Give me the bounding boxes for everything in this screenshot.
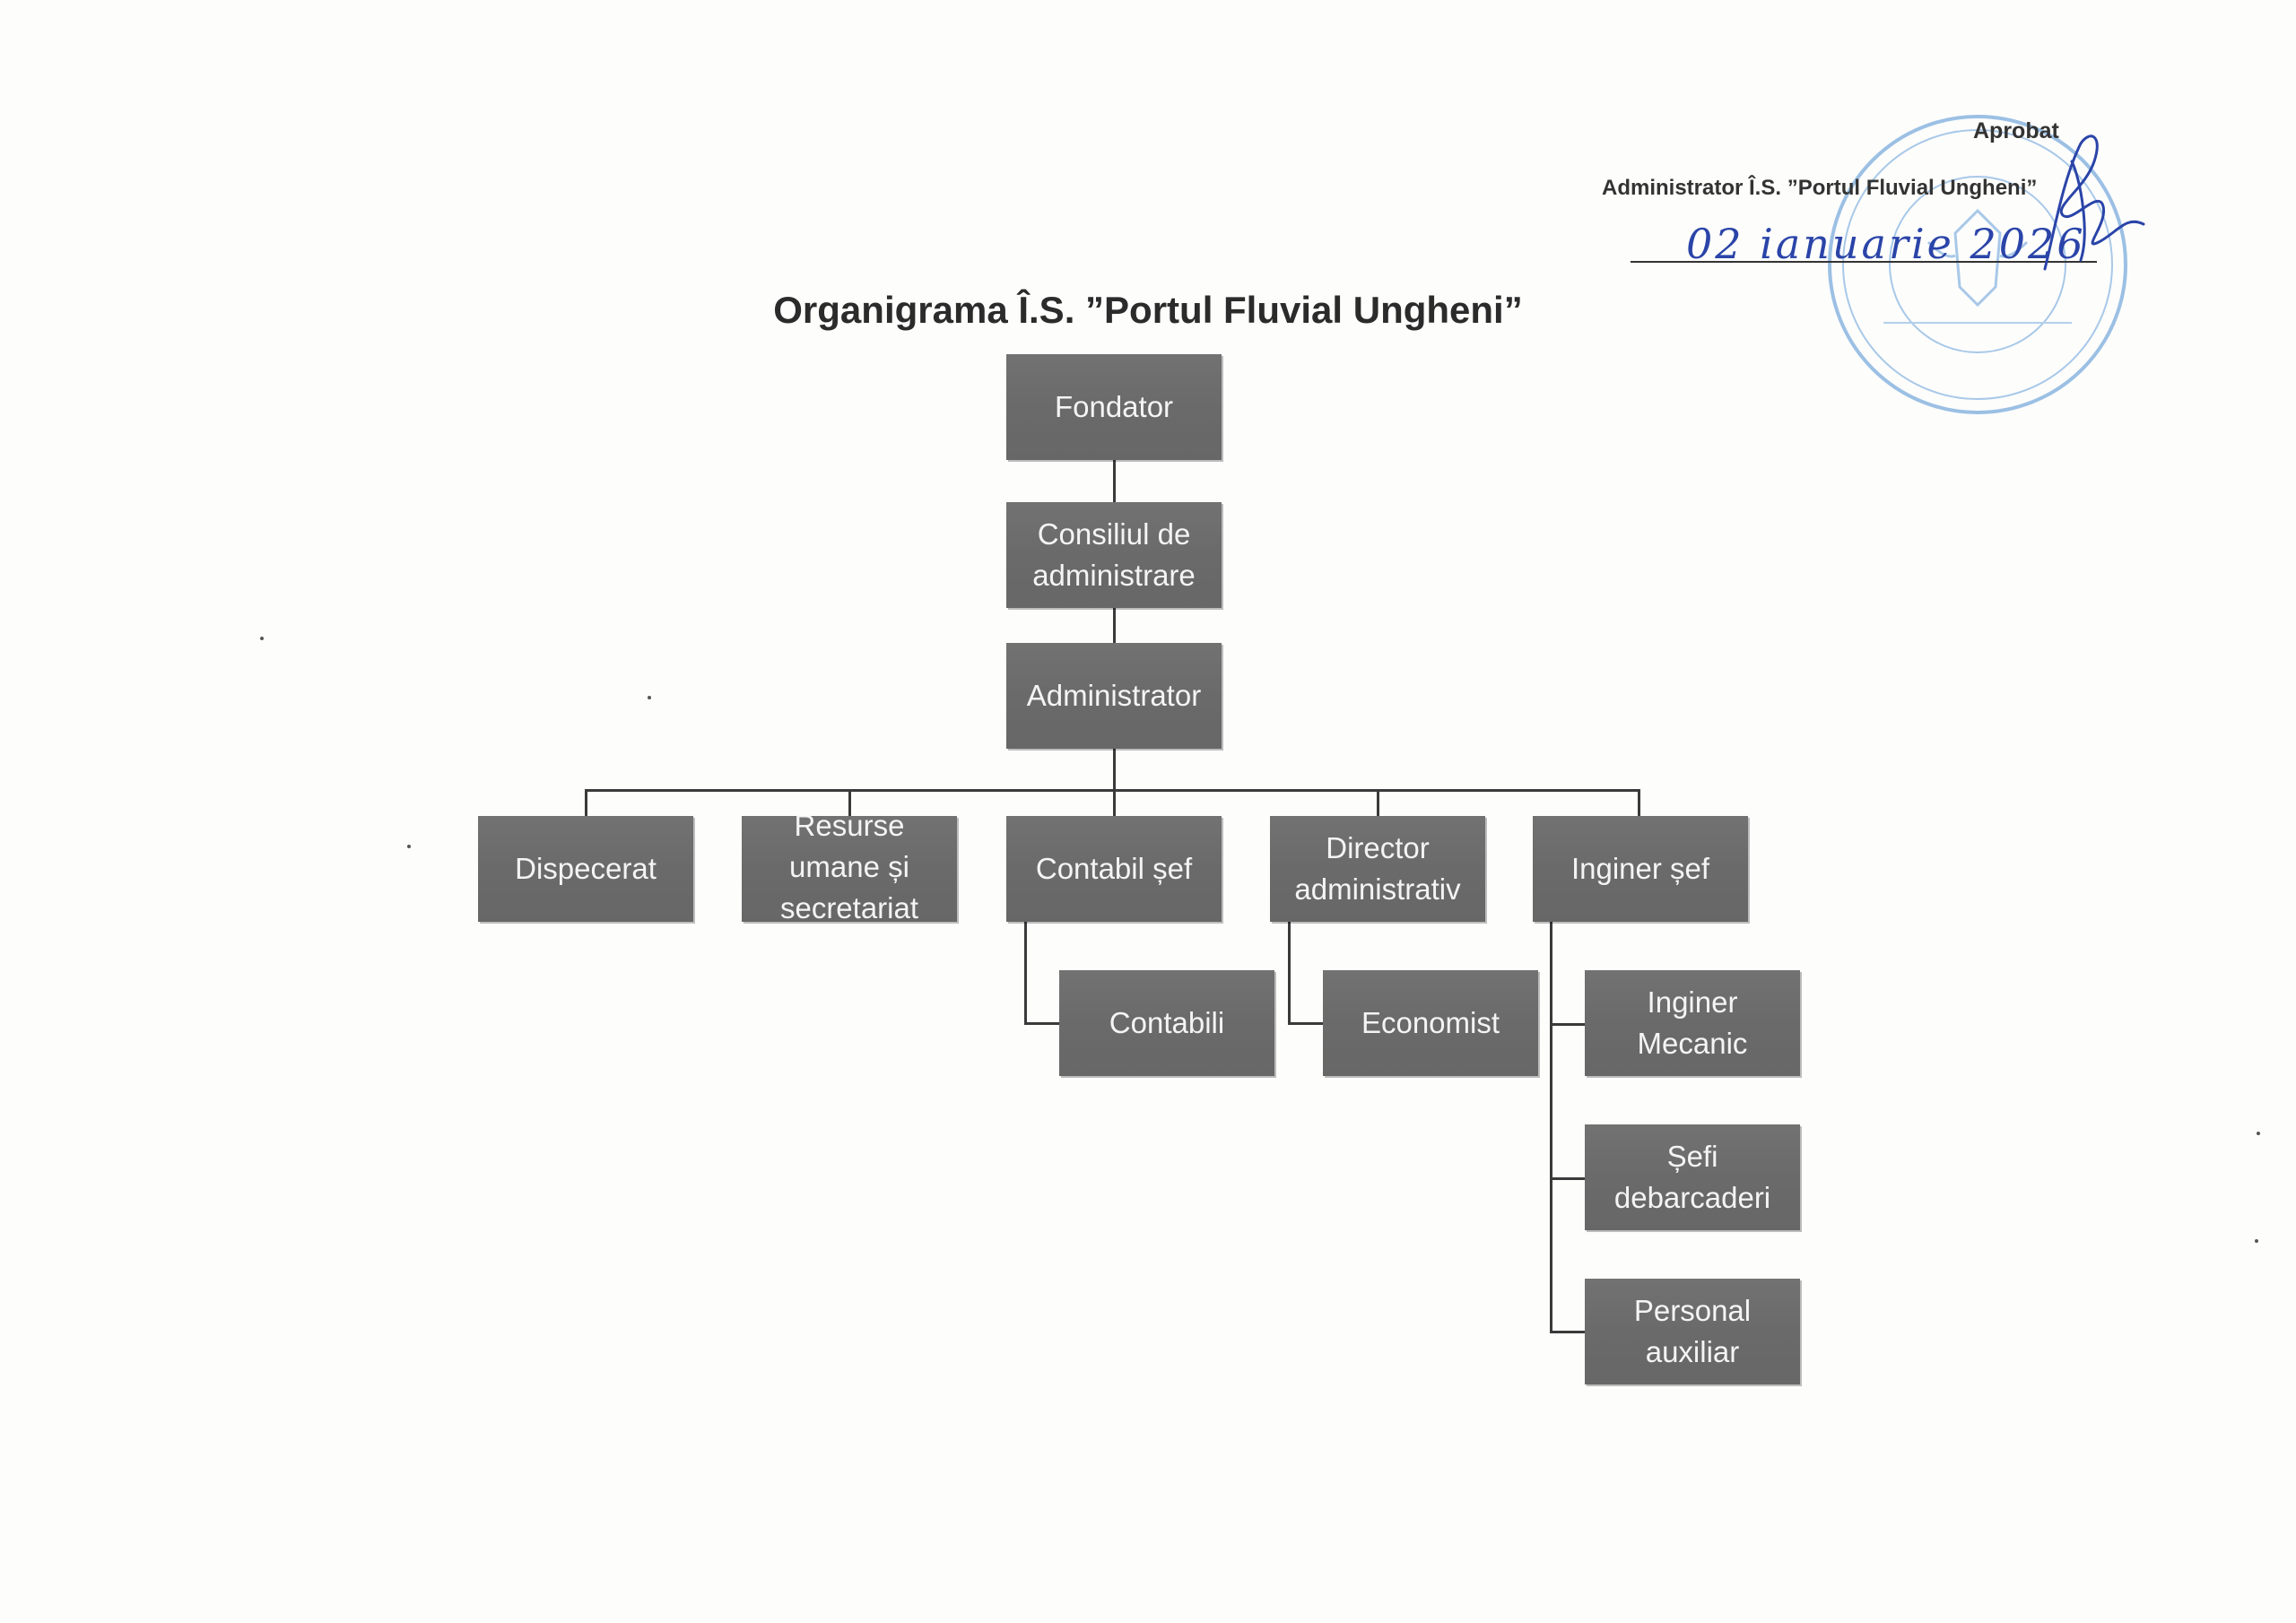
scan-speck [648,696,651,699]
signature-icon [2043,135,2145,271]
node-fondator: Fondator [1006,354,1222,460]
connector-line [1550,1177,1586,1180]
scan-speck [260,637,264,640]
connector-line [585,789,587,816]
connector-line [1550,1331,1586,1333]
node-contabil-sef: Contabil șef [1006,816,1222,922]
node-inginer-mecanic: Inginer Mecanic [1585,970,1800,1076]
node-consiliul-de-administrare: Consiliul de administrare [1006,502,1222,608]
connector-line [848,789,851,816]
date-underline [1631,261,2097,263]
connector-line [1113,460,1116,502]
node-resurse-umane: Resurse umane și secretariat [742,816,957,922]
connector-line [1288,1022,1324,1025]
connector-line [585,789,1640,792]
node-economist: Economist [1323,970,1538,1076]
scan-speck [407,845,411,848]
connector-line [1113,789,1116,816]
node-contabili: Contabili [1059,970,1274,1076]
handwritten-date: 02 ianuarie 2026 [1686,220,2086,268]
connector-line [1113,607,1116,643]
official-stamp-icon [1828,115,2127,414]
connector-line [1288,922,1291,1023]
node-director-administrativ: Director administrativ [1270,816,1485,922]
connector-line [1638,789,1640,816]
connector-line [1377,789,1379,816]
connector-line [1113,748,1116,789]
connector-line [1550,1023,1586,1026]
connector-line [1024,922,1027,1023]
scan-speck [2257,1132,2260,1135]
approver-title: Administrator Î.S. ”Portul Fluvial Unghe… [1602,176,2038,200]
scan-speck [2255,1239,2258,1243]
connector-line [1024,1022,1060,1025]
connector-line [1550,922,1552,1332]
node-inginer-sef: Inginer șef [1533,816,1748,922]
node-dispecerat: Dispecerat [478,816,693,922]
node-personal-auxiliar: Personal auxiliar [1585,1279,1800,1384]
approved-label: Aprobat [1973,118,2059,143]
node-administrator: Administrator [1006,643,1222,749]
page-title: Organigrama Î.S. ”Portul Fluvial Ungheni… [773,289,1523,331]
node-sefi-debarcaderi: Șefi debarcaderi [1585,1124,1800,1230]
